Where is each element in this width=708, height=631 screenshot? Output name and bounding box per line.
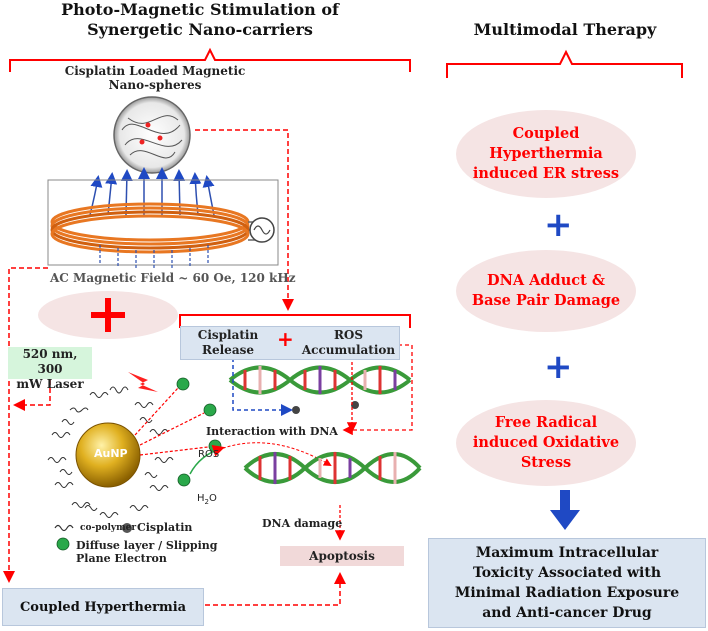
nanosphere-icon [113, 96, 191, 174]
therapy-item-er-stress: Coupled Hyperthermia induced ER stress [456, 110, 636, 198]
interaction-label: Interaction with DNA [206, 425, 338, 438]
left-title-line-1: Photo-Magnetic Stimulation of [61, 0, 339, 19]
therapy-item-dna-adduct: DNA Adduct & Base Pair Damage [456, 250, 636, 332]
therapy-item-2-line-1: DNA Adduct & [487, 272, 605, 289]
nanosphere-label: Cisplatin Loaded Magnetic Nano-spheres [50, 64, 260, 92]
apoptosis-box: Apoptosis [280, 546, 404, 566]
therapy-item-oxidative-stress: Free Radical induced Oxidative Stress [456, 400, 636, 486]
cisplatin-release-line-1: Cisplatin [197, 328, 259, 342]
laser-label-line-2: mW Laser [16, 377, 84, 391]
h2o-label: H2O [197, 492, 217, 509]
coupled-hyperthermia-box: Coupled Hyperthermia [2, 588, 204, 626]
result-line-4: and Anti-cancer Drug [482, 605, 652, 621]
cisplatin-release-label: Cisplatin Release [193, 328, 263, 358]
therapy-item-1-line-1: Coupled [512, 125, 580, 142]
ac-field-label: AC Magnetic Field ~ 60 Oe, 120 kHz [50, 271, 296, 285]
h2o-o: O [209, 493, 217, 504]
therapy-item-2-line-2: Base Pair Damage [471, 292, 621, 309]
ros-small-label: ROS [198, 449, 220, 460]
arrow-sphere-to-release [195, 129, 294, 311]
aunp-particle-icon [47, 386, 174, 518]
h2o-sub: 2 [204, 498, 209, 506]
laser-label: 520 nm, 300 mW Laser [8, 347, 92, 391]
electron-legend-icon [56, 537, 70, 551]
therapy-item-3-line-2: induced Oxidative [472, 434, 620, 451]
legend-electron-line-2: Plane Electron [76, 552, 167, 565]
right-brace [446, 49, 683, 78]
ros-accumulation-line-1: ROS [333, 328, 364, 342]
result-box: Maximum Intracellular Toxicity Associate… [428, 538, 706, 628]
therapy-item-1-line-2: Hyperthermia [489, 145, 603, 162]
therapy-item-3-line-1: Free Radical [494, 414, 598, 431]
therapy-item-3-line-3: Stress [520, 454, 572, 471]
result-line-3: Minimal Radiation Exposure [454, 585, 680, 601]
nanosphere-label-line-1: Cisplatin Loaded Magnetic [64, 64, 246, 78]
small-plus-icon: + [277, 327, 294, 351]
legend-electron-line-1: Diffuse layer / Slipping [76, 539, 218, 552]
blue-plus-icon-1: + [544, 205, 573, 245]
left-title-line-2: Synergetic Nano-carriers [87, 20, 313, 39]
h2o-h: H [197, 493, 205, 504]
cisplatin-legend-icon [122, 523, 132, 533]
cisplatin-release-line-2: Release [202, 343, 254, 357]
legend-copolymer: co-polymer [80, 523, 137, 533]
nanosphere-label-line-2: Nano-spheres [108, 78, 202, 92]
dna-upper-icon [228, 365, 412, 414]
copolymer-legend-icon [54, 524, 74, 532]
dna-damage-label: DNA damage [262, 517, 343, 530]
legend-electron: Diffuse layer / Slipping Plane Electron [76, 539, 218, 565]
release-box: Cisplatin Release + ROS Accumulation [180, 326, 400, 360]
blue-plus-icon-2: + [544, 347, 573, 387]
lightning-icon [128, 372, 158, 392]
result-line-2: Toxicity Associated with [472, 565, 662, 581]
legend-cisplatin: Cisplatin [137, 521, 193, 534]
dna-lower-icon [243, 452, 422, 484]
left-title: Photo-Magnetic Stimulation of Synergetic… [40, 0, 360, 40]
therapy-item-1-line-3: induced ER stress [472, 165, 620, 182]
ros-accumulation-line-2: Accumulation [301, 343, 396, 357]
result-line-1: Maximum Intracellular [475, 545, 659, 561]
ros-accumulation-label: ROS Accumulation [301, 328, 396, 358]
down-arrow-icon [550, 490, 580, 530]
coil-icon [47, 179, 279, 266]
red-plus-icon [91, 298, 125, 332]
left-brace [9, 47, 411, 72]
aunp-label: AuNP [94, 447, 128, 460]
laser-label-line-1: 520 nm, 300 [22, 347, 78, 376]
right-title: Multimodal Therapy [473, 20, 657, 39]
